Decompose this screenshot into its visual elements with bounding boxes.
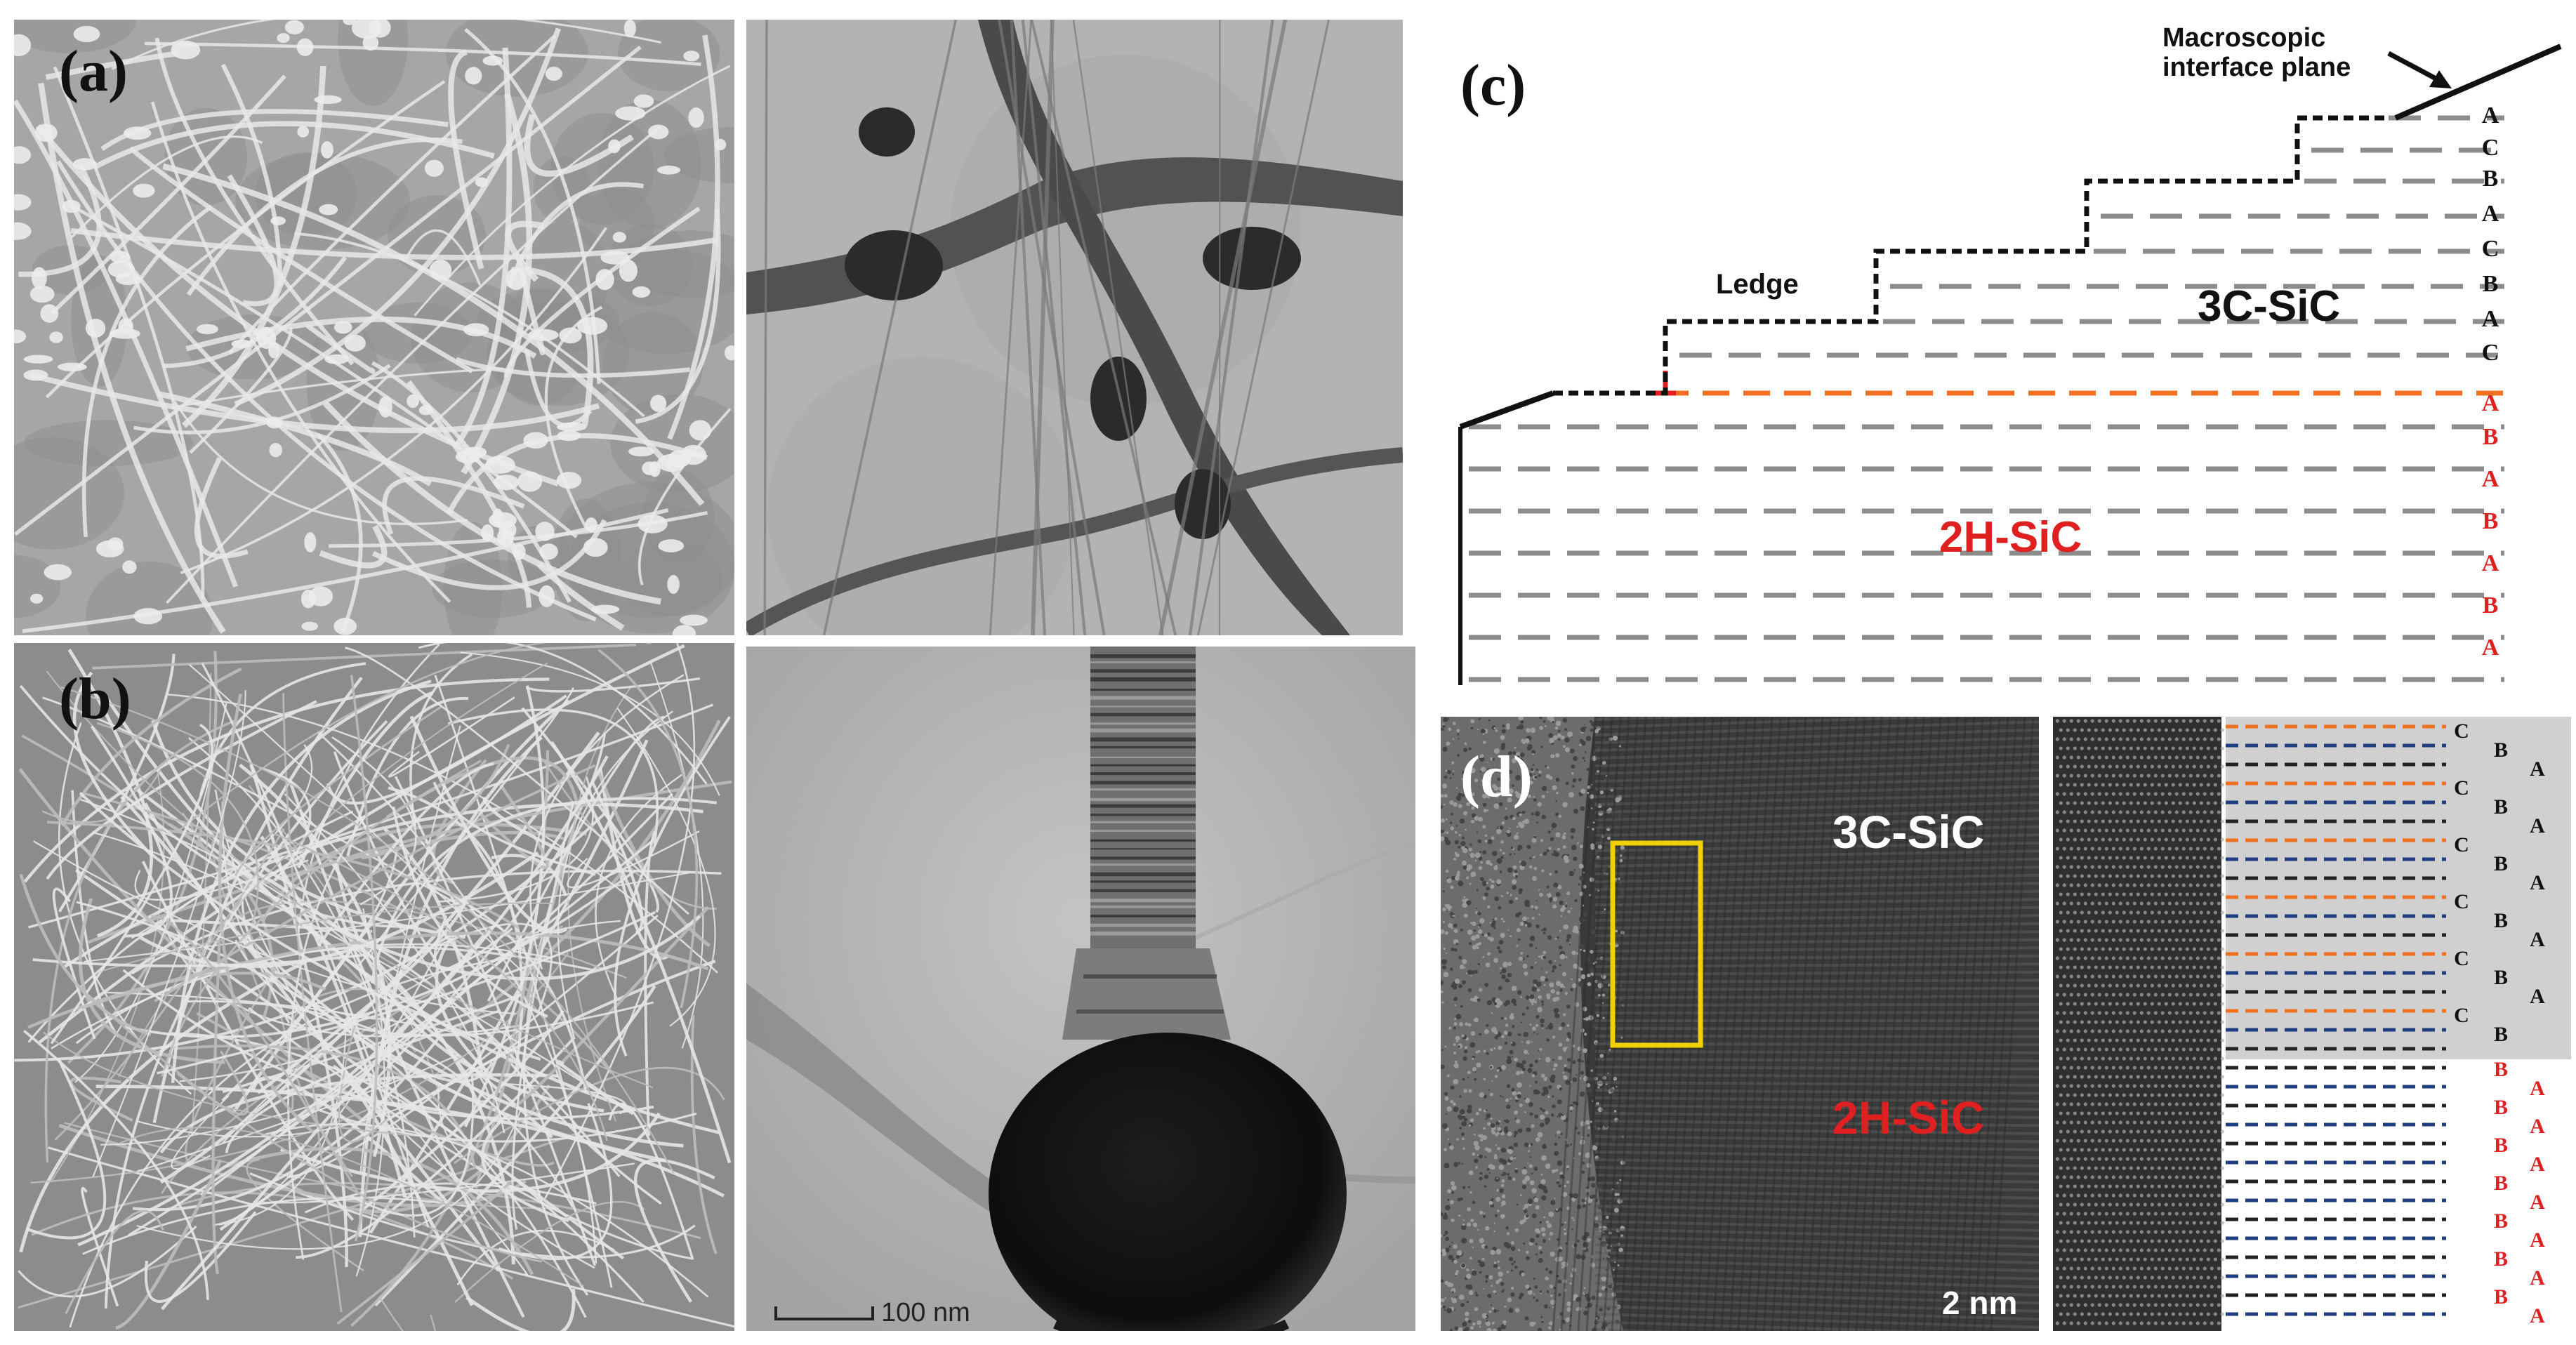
- panel-label-b: (b): [59, 666, 131, 731]
- ledge-label: Ledge: [1716, 269, 1799, 300]
- hrtem-image-d: (d) 3C-SiC 2H-SiC 2 nm: [1441, 717, 2039, 1331]
- stacking-letter-d-3c: A: [2530, 985, 2545, 1008]
- tem-texture-a: [746, 20, 1403, 635]
- stacking-letter-d-3c: C: [2454, 833, 2469, 856]
- stacking-letter-d-3c: C: [2454, 776, 2469, 800]
- stacking-letter-d-3c: B: [2493, 909, 2508, 932]
- stacking-letter-2h: B: [2482, 508, 2499, 534]
- stacking-letter-3c: C: [2481, 340, 2499, 366]
- stacking-letter-2h: B: [2482, 592, 2499, 618]
- stacking-letter-d-2h: A: [2530, 1153, 2545, 1176]
- stacking-letter-3c: A: [2481, 102, 2499, 128]
- phase-label-2h: 2H-SiC: [1939, 513, 2082, 562]
- schematic-c: (c) Macroscopic interface plane Ledge 3C…: [1455, 20, 2571, 694]
- stacking-letter-d-2h: A: [2530, 1077, 2545, 1100]
- macroscopic-plane-annotation: Macroscopic interface plane: [2162, 25, 2351, 81]
- stacking-letter-d-2h: B: [2493, 1172, 2508, 1195]
- stacking-letter-d-3c: B: [2493, 1023, 2508, 1046]
- sem-image-a: (a): [14, 20, 734, 635]
- stacking-letter-d-2h: A: [2530, 1228, 2545, 1252]
- scale-bar-label-b: 100 nm: [881, 1298, 970, 1327]
- stacking-letter-3c: C: [2481, 236, 2499, 262]
- sem-texture-b: [14, 643, 734, 1331]
- stacking-letter-d-2h: B: [2493, 1285, 2508, 1308]
- panel-label-d: (d): [1460, 744, 1533, 809]
- stacking-letter-d-3c: C: [2454, 890, 2469, 913]
- stacking-letter-3c: C: [2481, 135, 2499, 161]
- stacking-letter-d-3c: C: [2454, 947, 2469, 970]
- catalyst-droplet: [989, 1033, 1347, 1331]
- phase-label-3c: 3C-SiC: [2198, 282, 2341, 331]
- stacking-letter-d-3c: A: [2530, 757, 2545, 781]
- stacking-letter-d-3c: C: [2454, 1004, 2469, 1027]
- nanowire-stem: [1062, 647, 1231, 1040]
- stacking-letter-d-3c: B: [2493, 852, 2508, 875]
- stacking-letter-d-3c: A: [2530, 814, 2545, 837]
- stacking-letter-d-3c: A: [2530, 928, 2545, 951]
- phase-label-3c-d: 3C-SiC: [1832, 806, 1985, 858]
- tem-image-a: [746, 20, 1403, 635]
- stacking-letter-2h: A: [2481, 390, 2499, 416]
- stacking-letter-d-2h: A: [2530, 1266, 2545, 1290]
- hrtem-lattice: [1441, 717, 2039, 1331]
- stacking-letter-3c: B: [2482, 166, 2499, 192]
- stacking-letter-d-2h: B: [2493, 1247, 2508, 1271]
- stacking-letter-d-2h: A: [2530, 1191, 2545, 1214]
- stacking-letter-d-2h: B: [2493, 1134, 2508, 1157]
- stacking-letter-d-2h: B: [2493, 1058, 2508, 1081]
- scale-bar: [774, 1306, 874, 1320]
- macroscopic-plane-line1: Macroscopic: [2162, 23, 2326, 53]
- interface-schematic: [1458, 44, 2562, 685]
- phase-label-2h-d: 2H-SiC: [1832, 1092, 1985, 1144]
- stacking-letter-d-2h: B: [2493, 1210, 2508, 1233]
- stacking-letter-3c: A: [2481, 201, 2499, 227]
- tem-droplet-figure: [746, 647, 1415, 1331]
- sem-texture-a: [14, 20, 734, 635]
- stacking-letter-2h: B: [2482, 424, 2499, 450]
- stacking-letter-d-2h: A: [2530, 1115, 2545, 1138]
- stacking-letter-2h: A: [2481, 466, 2499, 492]
- stacking-letter-2h: A: [2481, 550, 2499, 576]
- panel-label-c: (c): [1460, 53, 1526, 118]
- tem-image-b: 100 nm: [746, 647, 1415, 1331]
- stacking-letter-3c: B: [2482, 271, 2499, 297]
- stacking-letter-d-3c: B: [2493, 738, 2508, 762]
- stacking-letter-2h: A: [2481, 635, 2499, 661]
- stacking-letter-d-3c: A: [2530, 871, 2545, 894]
- stacking-letter-d-2h: B: [2493, 1096, 2508, 1119]
- sem-image-b: (b): [14, 643, 734, 1331]
- stacking-letter-d-2h: A: [2530, 1304, 2545, 1327]
- stacking-letter-d-3c: C: [2454, 720, 2469, 743]
- stacking-letter-3c: A: [2481, 306, 2499, 332]
- stacking-letter-d-3c: B: [2493, 795, 2508, 819]
- macroscopic-plane-line2: interface plane: [2162, 53, 2351, 82]
- panel-label-a: (a): [59, 39, 128, 104]
- stacking-letter-d-3c: B: [2493, 966, 2508, 989]
- scale-bar-label-d: 2 nm: [1942, 1285, 2018, 1321]
- stacking-detail-figure: [2053, 717, 2571, 1331]
